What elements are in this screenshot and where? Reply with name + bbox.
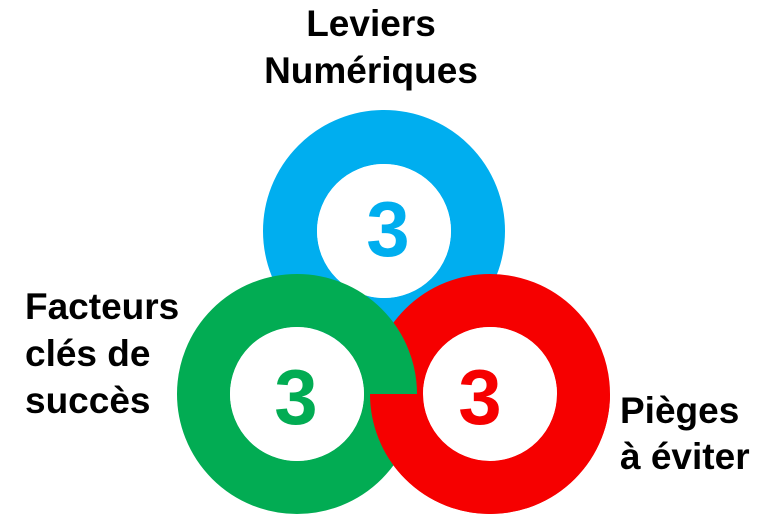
label-pitfalls-line2: à éviter bbox=[620, 436, 750, 477]
ring-pitfalls-hole bbox=[423, 327, 557, 461]
label-success-factors-line1: Facteurs bbox=[25, 286, 180, 327]
label-success-factors-line2: clés de bbox=[25, 333, 151, 374]
label-digital-levers-line1: Leviers bbox=[306, 3, 436, 44]
count-pitfalls: 3 bbox=[458, 353, 501, 441]
count-success: 3 bbox=[274, 353, 317, 441]
label-pitfalls-line1: Pièges bbox=[620, 390, 740, 431]
ring-pitfalls-lower-overlap bbox=[370, 394, 610, 514]
count-digital-levers: 3 bbox=[366, 185, 409, 273]
label-pitfalls: Pièges à éviter bbox=[620, 388, 750, 480]
label-success-factors-line3: succès bbox=[25, 380, 151, 421]
label-digital-levers-line2: Numériques bbox=[264, 50, 478, 91]
label-digital-levers: Leviers Numériques bbox=[220, 0, 522, 94]
ring-success-hole bbox=[230, 327, 364, 461]
ring-pitfalls-lower-overlap-group bbox=[370, 394, 610, 514]
ring-digital-levers-hole bbox=[317, 164, 451, 298]
label-success-factors: Facteurs clés de succès bbox=[25, 283, 179, 424]
